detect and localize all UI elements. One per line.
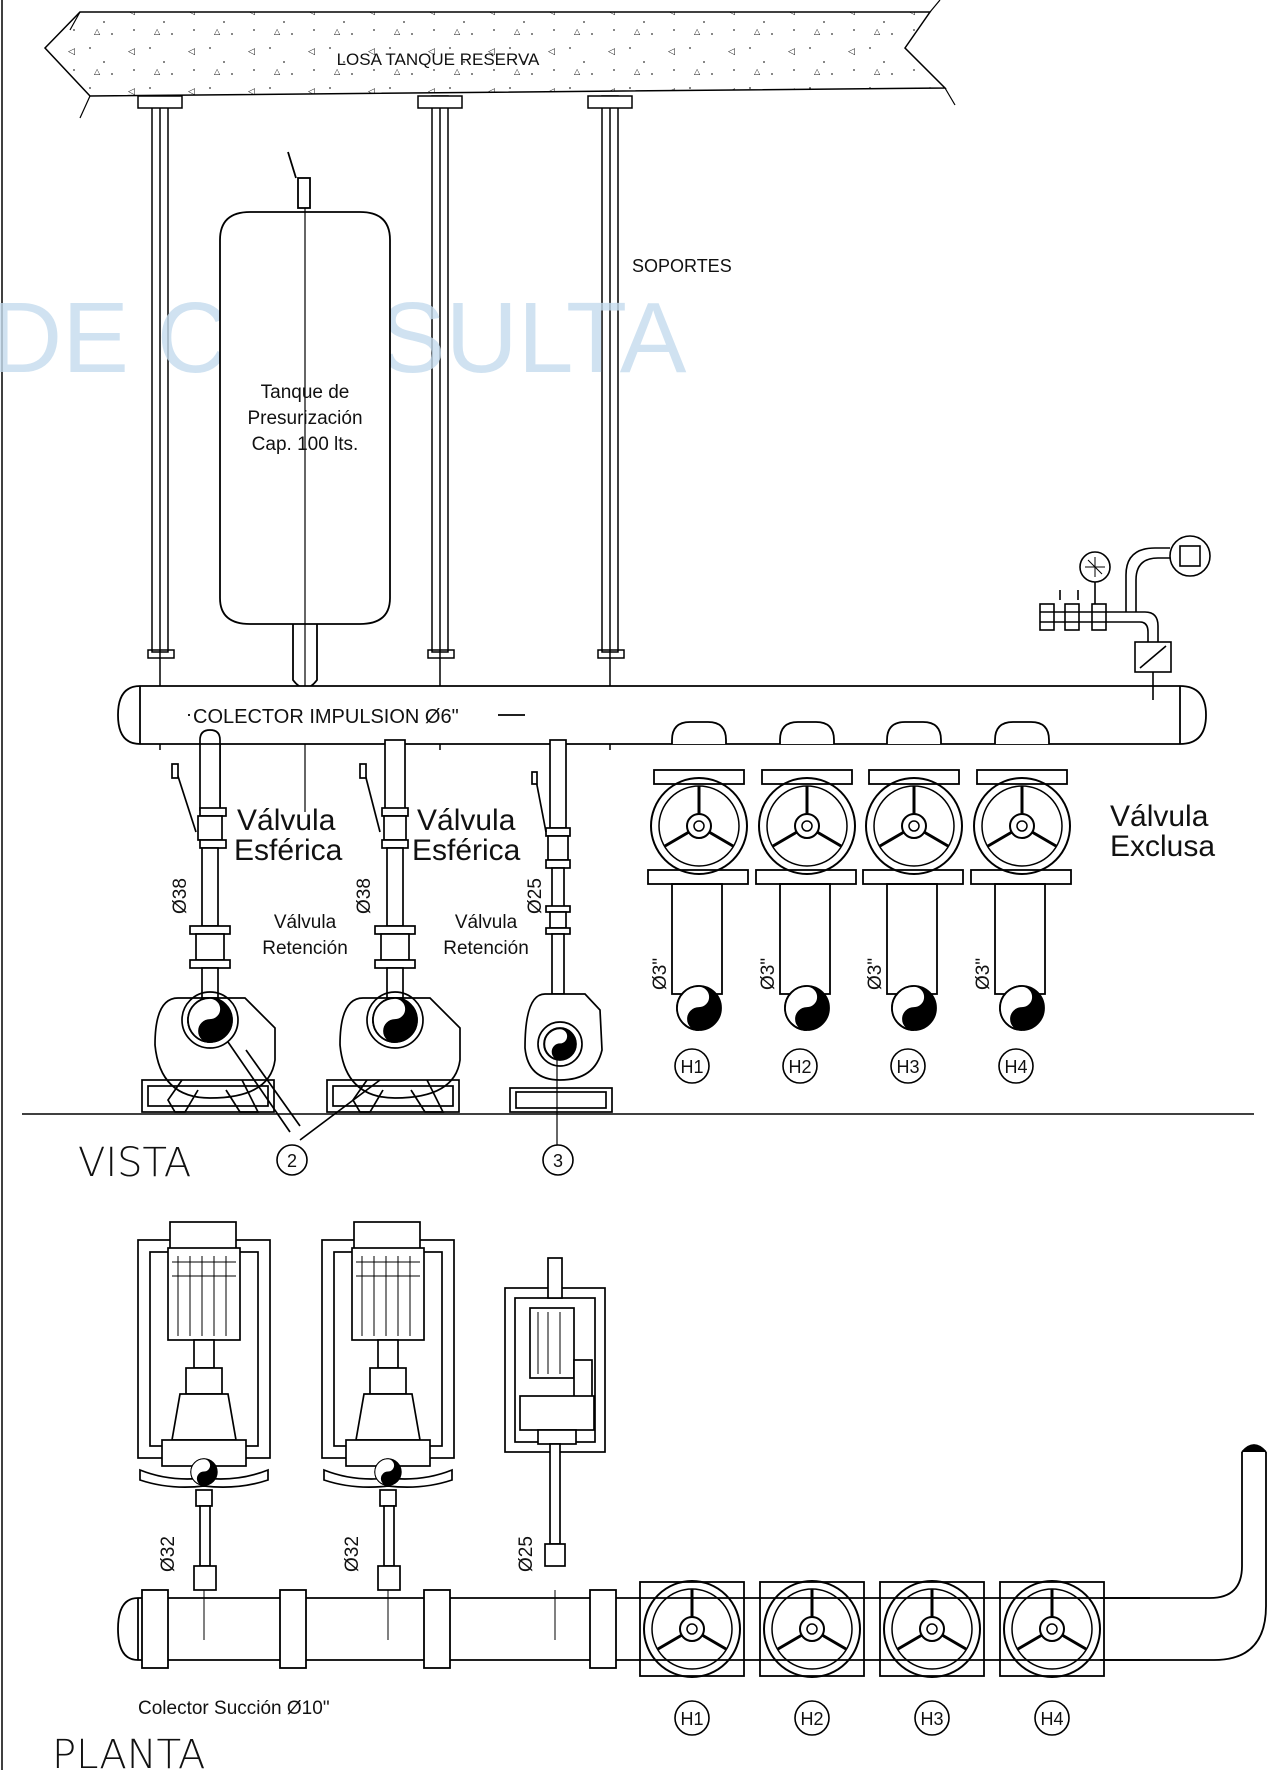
gate-valves-view — [647, 721, 1072, 1031]
gate-valve-label-a: Válvula — [1110, 800, 1209, 833]
pump-discharge-pipes — [171, 729, 571, 999]
hydrant-tag-plan-h2: H2 — [800, 1709, 823, 1729]
tank-line3: Cap. 100 lts. — [252, 434, 359, 455]
slab: LOSA TANQUE RESERVA — [43, 0, 956, 119]
hydrant-tag-view-h4: H4 — [1004, 1057, 1027, 1077]
collector-bottom-label: Colector Succión Ø10" — [138, 1698, 330, 1719]
tank-line1: Tanque de — [261, 382, 350, 403]
hydrant-tag-plan-h3: H3 — [920, 1709, 943, 1729]
support-hangers — [137, 95, 633, 750]
section-title-plan: PLANTA — [52, 1732, 205, 1770]
hydrant-tag-view-h1: H1 — [680, 1057, 703, 1077]
ball-valve-label-2a: Válvula — [417, 804, 516, 837]
hydrant-tag-view-h2: H2 — [788, 1057, 811, 1077]
check-valve-label-2a: Válvula — [455, 912, 518, 933]
dim-pump3-view: Ø25 — [525, 878, 546, 914]
pressure-switch-assembly — [1039, 535, 1211, 700]
check-valve-label-2b: Retención — [443, 938, 529, 959]
callout-2 — [276, 1144, 308, 1176]
gate-valves-plan — [639, 1579, 1105, 1679]
check-valve-label-1a: Válvula — [274, 912, 337, 933]
ball-valve-label-1a: Válvula — [237, 804, 336, 837]
dim-pump2-plan: Ø32 — [342, 1536, 363, 1572]
pump-3-jockey — [509, 993, 613, 1150]
dim-outlet-h1: Ø3" — [650, 958, 671, 990]
supports-label: SOPORTES — [632, 256, 732, 276]
slab-label: LOSA TANQUE RESERVA — [337, 50, 540, 69]
tank-line2: Presurización — [247, 408, 362, 429]
dim-pump1-plan: Ø32 — [158, 1536, 179, 1572]
plan-pump-3 — [504, 1257, 606, 1567]
dim-outlet-h2: Ø3" — [758, 958, 779, 990]
callout-2-number: 2 — [287, 1151, 297, 1171]
hydrant-tag-plan-h4: H4 — [1040, 1709, 1063, 1729]
suction-collector — [117, 1444, 1267, 1669]
dim-pump3-plan: Ø25 — [516, 1536, 537, 1572]
dim-outlet-h4: Ø3" — [973, 958, 994, 990]
dim-pump2-view: Ø38 — [354, 878, 375, 914]
dim-outlet-h3: Ø3" — [865, 958, 886, 990]
check-valve-label-1b: Retención — [262, 938, 348, 959]
hydrant-tags-view — [674, 1048, 1034, 1084]
section-title-view: VISTA — [78, 1140, 191, 1186]
callout-3-number: 3 — [553, 1151, 563, 1171]
plan-pump-1 — [137, 1221, 271, 1591]
hydrant-tag-plan-h1: H1 — [680, 1709, 703, 1729]
hydrant-tag-view-h3: H3 — [896, 1057, 919, 1077]
pump-2 — [299, 991, 461, 1141]
ball-valve-label-1b: Esférica — [234, 834, 343, 867]
ball-valve-label-2b: Esférica — [412, 834, 521, 867]
dim-pump1-view: Ø38 — [170, 878, 191, 914]
gate-valve-label-b: Exclusa — [1110, 830, 1215, 863]
plan-pump-2 — [321, 1221, 455, 1591]
callout-3 — [542, 1144, 574, 1176]
pump-1 — [141, 991, 301, 1133]
hydrant-tags-plan — [674, 1700, 1070, 1736]
collector-top-label: COLECTOR IMPULSION Ø6" — [193, 706, 459, 728]
